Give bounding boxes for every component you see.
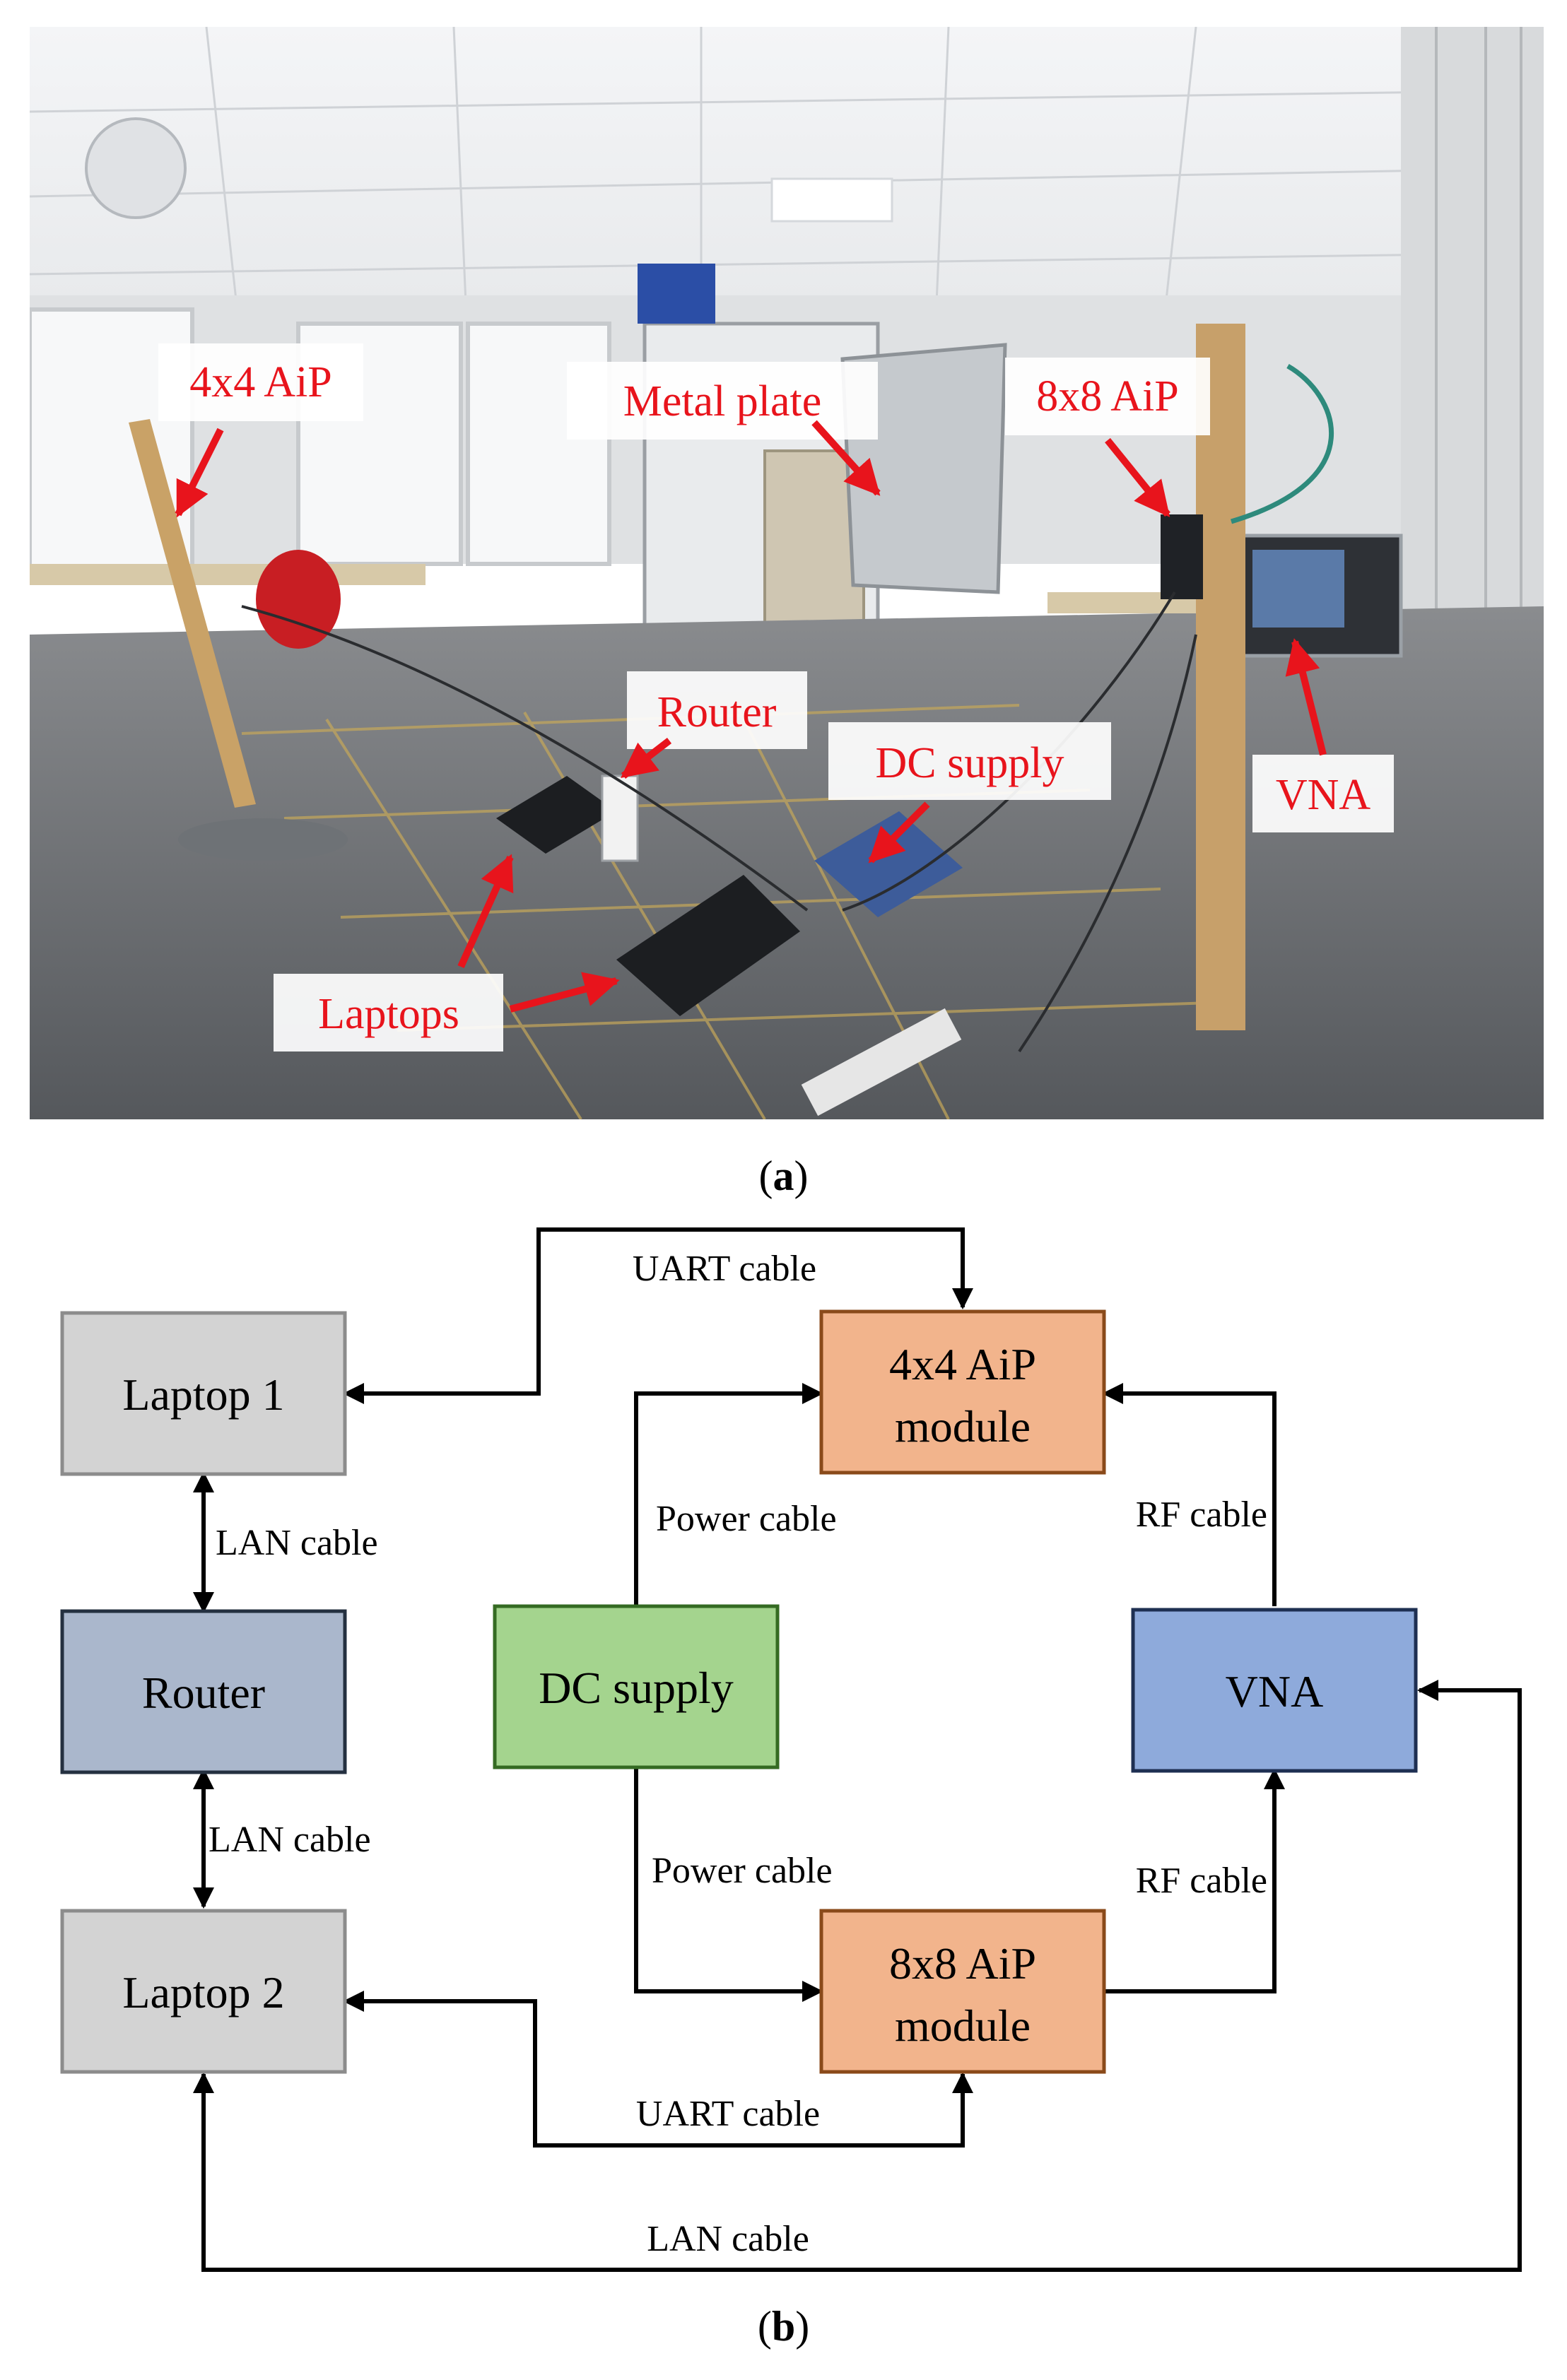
label-dc-supply: DC supply: [876, 739, 1064, 787]
blue-box: [638, 264, 715, 324]
label-metal-plate: Metal plate: [623, 377, 822, 425]
edge-uart-top: UART cable: [633, 1249, 816, 1289]
laptop-a: [496, 776, 616, 854]
label-box-router: [627, 671, 807, 749]
label-vna: VNA: [1276, 771, 1371, 819]
chair: [256, 550, 341, 649]
node-aip4-label-1: 4x4 AiP: [889, 1339, 1036, 1389]
edge-uart-bottom: UART cable: [636, 2094, 820, 2134]
edge-rf-bottom: RF cable: [1136, 1861, 1267, 1901]
label-box-vna: [1252, 755, 1394, 832]
arrow-metal: [811, 420, 881, 496]
power-top-line: [634, 1383, 823, 1606]
rf-top-line: [1102, 1383, 1277, 1606]
node-vna-label: VNA: [1226, 1666, 1324, 1716]
caption-a-letter: a: [773, 1153, 794, 1199]
arrow-router: [621, 738, 672, 779]
label-box-dc: [828, 722, 1111, 800]
edge-power-top: Power cable: [656, 1499, 837, 1539]
edge-lan1: LAN cable: [216, 1523, 378, 1563]
photo-labels: 4x4 AiP Metal plate 8x8 AiP Router DC su…: [158, 343, 1394, 1051]
arrow-8x8: [1105, 437, 1170, 517]
pole-4x4-base: [178, 818, 348, 861]
dc-supply-device: [814, 811, 963, 917]
label-box-metal: [567, 362, 878, 440]
lab-setup-photo: 4x4 AiP Metal plate 8x8 AiP Router DC su…: [30, 27, 1544, 1119]
node-router-label: Router: [142, 1668, 265, 1718]
caption-a: (a): [758, 1153, 809, 1199]
uart-top-line: [343, 1227, 973, 1404]
label-box-4x4: [158, 343, 363, 421]
arrow-laptop-a: [457, 854, 514, 969]
pole-8x8: [1196, 324, 1245, 1030]
ceiling-vent: [85, 117, 187, 219]
node-vna: [1131, 1608, 1418, 1773]
laptop-b: [616, 875, 800, 1016]
photo-arrows: [175, 420, 1327, 1013]
node-laptop1: [60, 1311, 347, 1476]
node-aip8-label-1: 8x8 AiP: [889, 1938, 1036, 1989]
node-laptop1-label: Laptop 1: [122, 1369, 284, 1420]
vna-screen: [1252, 550, 1344, 628]
edge-power-bottom: Power cable: [652, 1851, 833, 1891]
label-router: Router: [657, 688, 777, 736]
node-aip8-label-2: module: [895, 2001, 1031, 2051]
node-aip8: [819, 1909, 1106, 2074]
arrow-dc: [868, 801, 930, 864]
pole-4x4: [129, 419, 256, 808]
ceiling-light: [770, 177, 893, 223]
label-laptops: Laptops: [318, 990, 459, 1038]
node-aip4-label-2: module: [895, 1401, 1031, 1451]
node-laptop2-label: Laptop 2: [122, 1967, 284, 2017]
label-box-8x8: [1005, 358, 1210, 435]
arrow-4x4: [175, 428, 224, 518]
edge-lan2: LAN cable: [209, 1820, 371, 1860]
window-center2: [466, 322, 611, 566]
node-dc-supply: [493, 1604, 780, 1769]
label-box-laptops: [274, 974, 503, 1051]
label-8x8-aip: 8x8 AiP: [1036, 372, 1179, 420]
desk-left: [30, 564, 426, 585]
node-aip4: [819, 1309, 1106, 1475]
connectors: [193, 1227, 1522, 2272]
arrow-laptop-b: [509, 972, 620, 1013]
node-laptop2: [60, 1909, 347, 2074]
caption-b: (b): [757, 2303, 810, 2350]
teal-cable: [1230, 363, 1334, 524]
edge-lan-bottom: LAN cable: [647, 2219, 809, 2259]
edge-rf-top: RF cable: [1136, 1495, 1267, 1535]
aip8-module: [1161, 514, 1203, 599]
power-strip: [801, 1008, 962, 1117]
arrow-vna: [1285, 638, 1327, 756]
caption-b-letter: b: [771, 2303, 796, 2350]
label-4x4-aip: 4x4 AiP: [189, 358, 332, 406]
block-diagram: Laptop 1 Router Laptop 2 DC supply 4x4 A…: [60, 1227, 1522, 2272]
metal-plate: [840, 343, 1007, 594]
node-router: [60, 1609, 347, 1774]
node-dc-label: DC supply: [539, 1663, 734, 1713]
lan-bottom-line: [193, 1680, 1522, 2272]
